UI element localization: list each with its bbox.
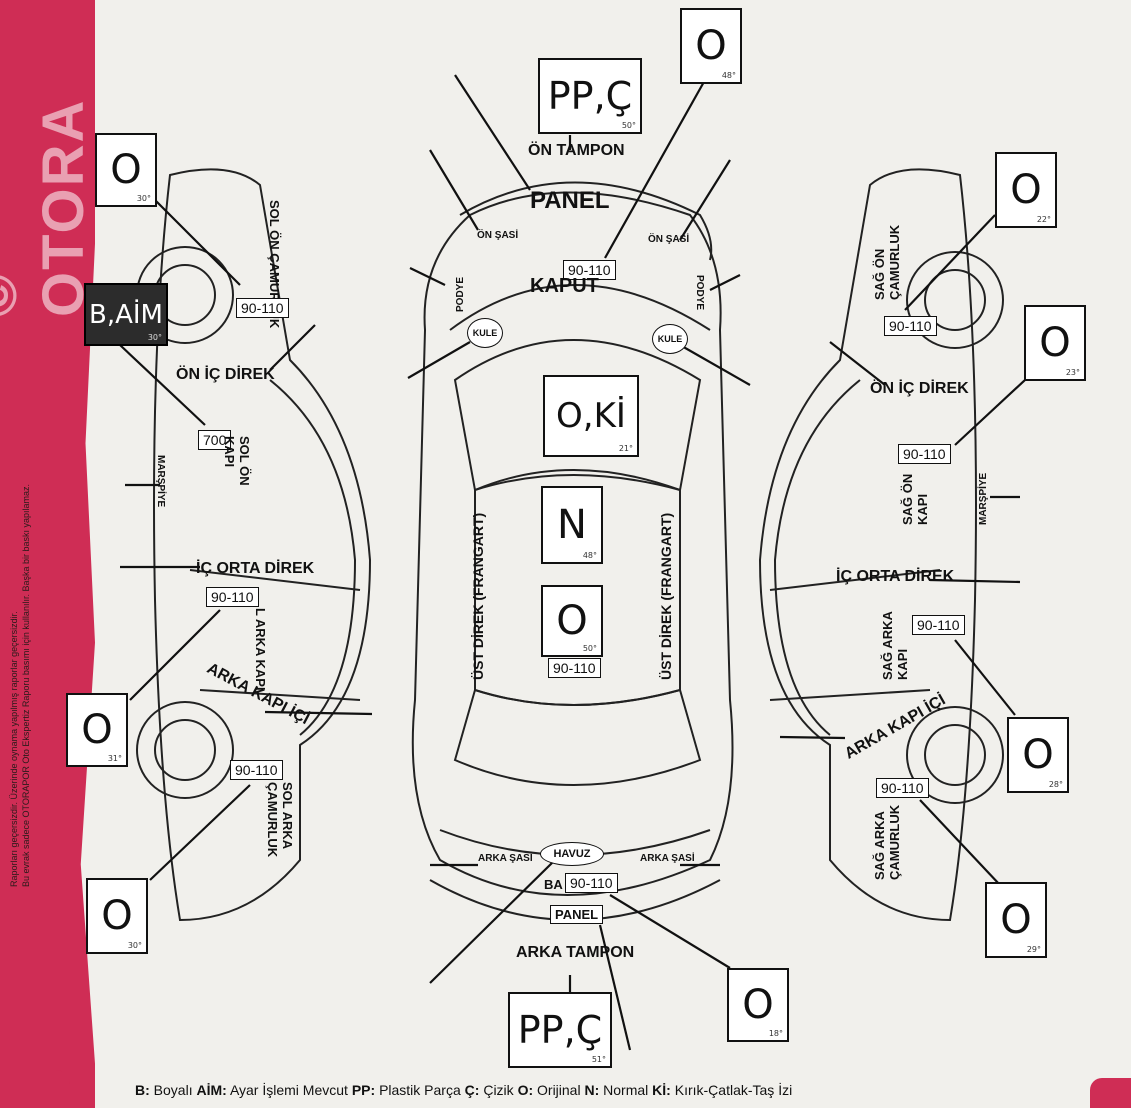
sag-arka-kapi-status-box: O 28° [1007, 717, 1069, 793]
sag-on-camurluk-label: SAĞ ÖN ÇAMURLUK [872, 224, 902, 300]
left-side-window [269, 379, 357, 736]
roof-middle-status-box: N 48° [541, 486, 603, 564]
sol-on-kapi-thickness: 700 [198, 430, 232, 450]
sag-on-camurluk-status-box: O 22° [995, 152, 1057, 228]
panel-front-status-box: O 48° [680, 8, 742, 84]
kaput-label: KAPUT [530, 275, 599, 297]
arka-tampon-status-box: PP,Ç 51° [508, 992, 612, 1068]
extra-mark-status-box: B,AİM 30° [84, 283, 168, 346]
kule-right-label: KULE [652, 324, 688, 354]
arka-tampon-label: ARKA TAMPON [516, 944, 635, 961]
top-view-windshield [453, 339, 702, 492]
top-view-front-bumper [459, 181, 713, 261]
podye-right-label: PODYE [694, 275, 705, 311]
sol-arka-kapi-thickness: 90-110 [206, 587, 259, 607]
top-view-body [411, 191, 734, 896]
arka-sasi-right-label: ARKA ŞASİ [640, 853, 695, 864]
sag-arka-kapi-label: SAĞ ARKA KAPI [880, 611, 910, 680]
right-side-window [773, 379, 861, 736]
ust-direk-right-label: ÜST DİREK (FRANGART) [658, 512, 674, 680]
havuz-label: HAVUZ [540, 842, 604, 866]
sol-arka-kapi-status-box: O 31° [66, 693, 128, 767]
bagaj-thickness: 90-110 [565, 873, 618, 893]
roof-rear-status-box: O 50° [541, 585, 603, 657]
corner-decoration-right [1090, 1078, 1131, 1108]
top-view-hood-line [449, 284, 711, 331]
right-side-door-line-2 [769, 689, 931, 701]
bagaj-status-box: O 18° [727, 968, 789, 1042]
sag-arka-kapi-thickness: 90-110 [912, 615, 965, 635]
sag-on-kapi-status-box: O 23° [1024, 305, 1086, 381]
left-side-door-line-2 [199, 689, 361, 701]
corner-decoration-left [0, 1070, 70, 1108]
ust-direk-left-label: ÜST DİREK (FRANGART) [470, 512, 486, 680]
kule-left-label: KULE [467, 318, 503, 348]
roof-front-status-box: O,Kİ 21° [543, 375, 639, 457]
brand-sidebar: © OTORA Raporları geçersizdir. Üzerinde … [0, 0, 95, 1108]
podye-left-label: PODYE [455, 276, 466, 312]
left-on-ic-direk-label: ÖN İÇ DİREK [176, 366, 275, 383]
sol-on-camurluk-status-box: O 30° [95, 133, 157, 207]
right-side-door-line [769, 569, 941, 591]
sag-arka-camurluk-thickness: 90-110 [876, 778, 929, 798]
on-sasi-left-label: ÖN ŞASİ [477, 230, 519, 241]
on-tampon-status-box: PP,Ç 50° [538, 58, 642, 134]
sol-arka-camurluk-status-box: O 30° [86, 878, 148, 954]
sag-on-kapi-label: SAĞ ÖN KAPI [900, 473, 930, 525]
right-front-wheel [906, 251, 1004, 349]
left-marspiye-label: MARŞPİYE [155, 455, 166, 508]
sol-arka-camurluk-label: SOL ARKA ÇAMURLUK [265, 782, 295, 858]
top-view-rear-window [453, 688, 702, 786]
sag-on-kapi-thickness: 90-110 [898, 444, 951, 464]
right-marspiye-label: MARŞPİYE [978, 472, 989, 525]
panel-front-label: PANEL [530, 187, 610, 214]
right-on-ic-direk-label: ÖN İÇ DİREK [870, 380, 969, 397]
sag-on-camurluk-thickness: 90-110 [884, 316, 937, 336]
sol-on-kapi-label: SOL ÖN KAPI [222, 436, 252, 486]
bagaj-label: BA [544, 877, 563, 892]
panel-front-thickness: 90-110 [563, 260, 616, 280]
left-side-door-line [189, 569, 361, 591]
sag-arka-camurluk-label: SAĞ ARKA ÇAMURLUK [872, 804, 902, 880]
sol-on-camurluk-thickness: 90-110 [236, 298, 289, 318]
panel-rear-label: PANEL [550, 905, 604, 924]
on-sasi-right-label: ÖN ŞASİ [648, 234, 690, 245]
left-side-body [153, 168, 372, 922]
on-tampon-label: ÖN TAMPON [528, 142, 625, 159]
left-rear-wheel [136, 701, 234, 799]
sag-arka-camurluk-status-box: O 29° [985, 882, 1047, 958]
sol-arka-kapi-label: L ARKA KAPI [253, 608, 268, 691]
right-ic-orta-direk-label: İÇ ORTA DİREK [836, 568, 955, 585]
roof-rear-thickness: 90-110 [548, 658, 601, 678]
right-rear-wheel [906, 706, 1004, 804]
sol-arka-camurluk-thickness: 90-110 [230, 760, 283, 780]
right-side-body [758, 168, 977, 922]
arka-sasi-left-label: ARKA ŞASİ [478, 853, 533, 864]
legend: B: Boyalı AİM: Ayar İşlemi Mevcut PP: Pl… [135, 1082, 793, 1098]
left-ic-orta-direk-label: İÇ ORTA DİREK [196, 560, 315, 577]
